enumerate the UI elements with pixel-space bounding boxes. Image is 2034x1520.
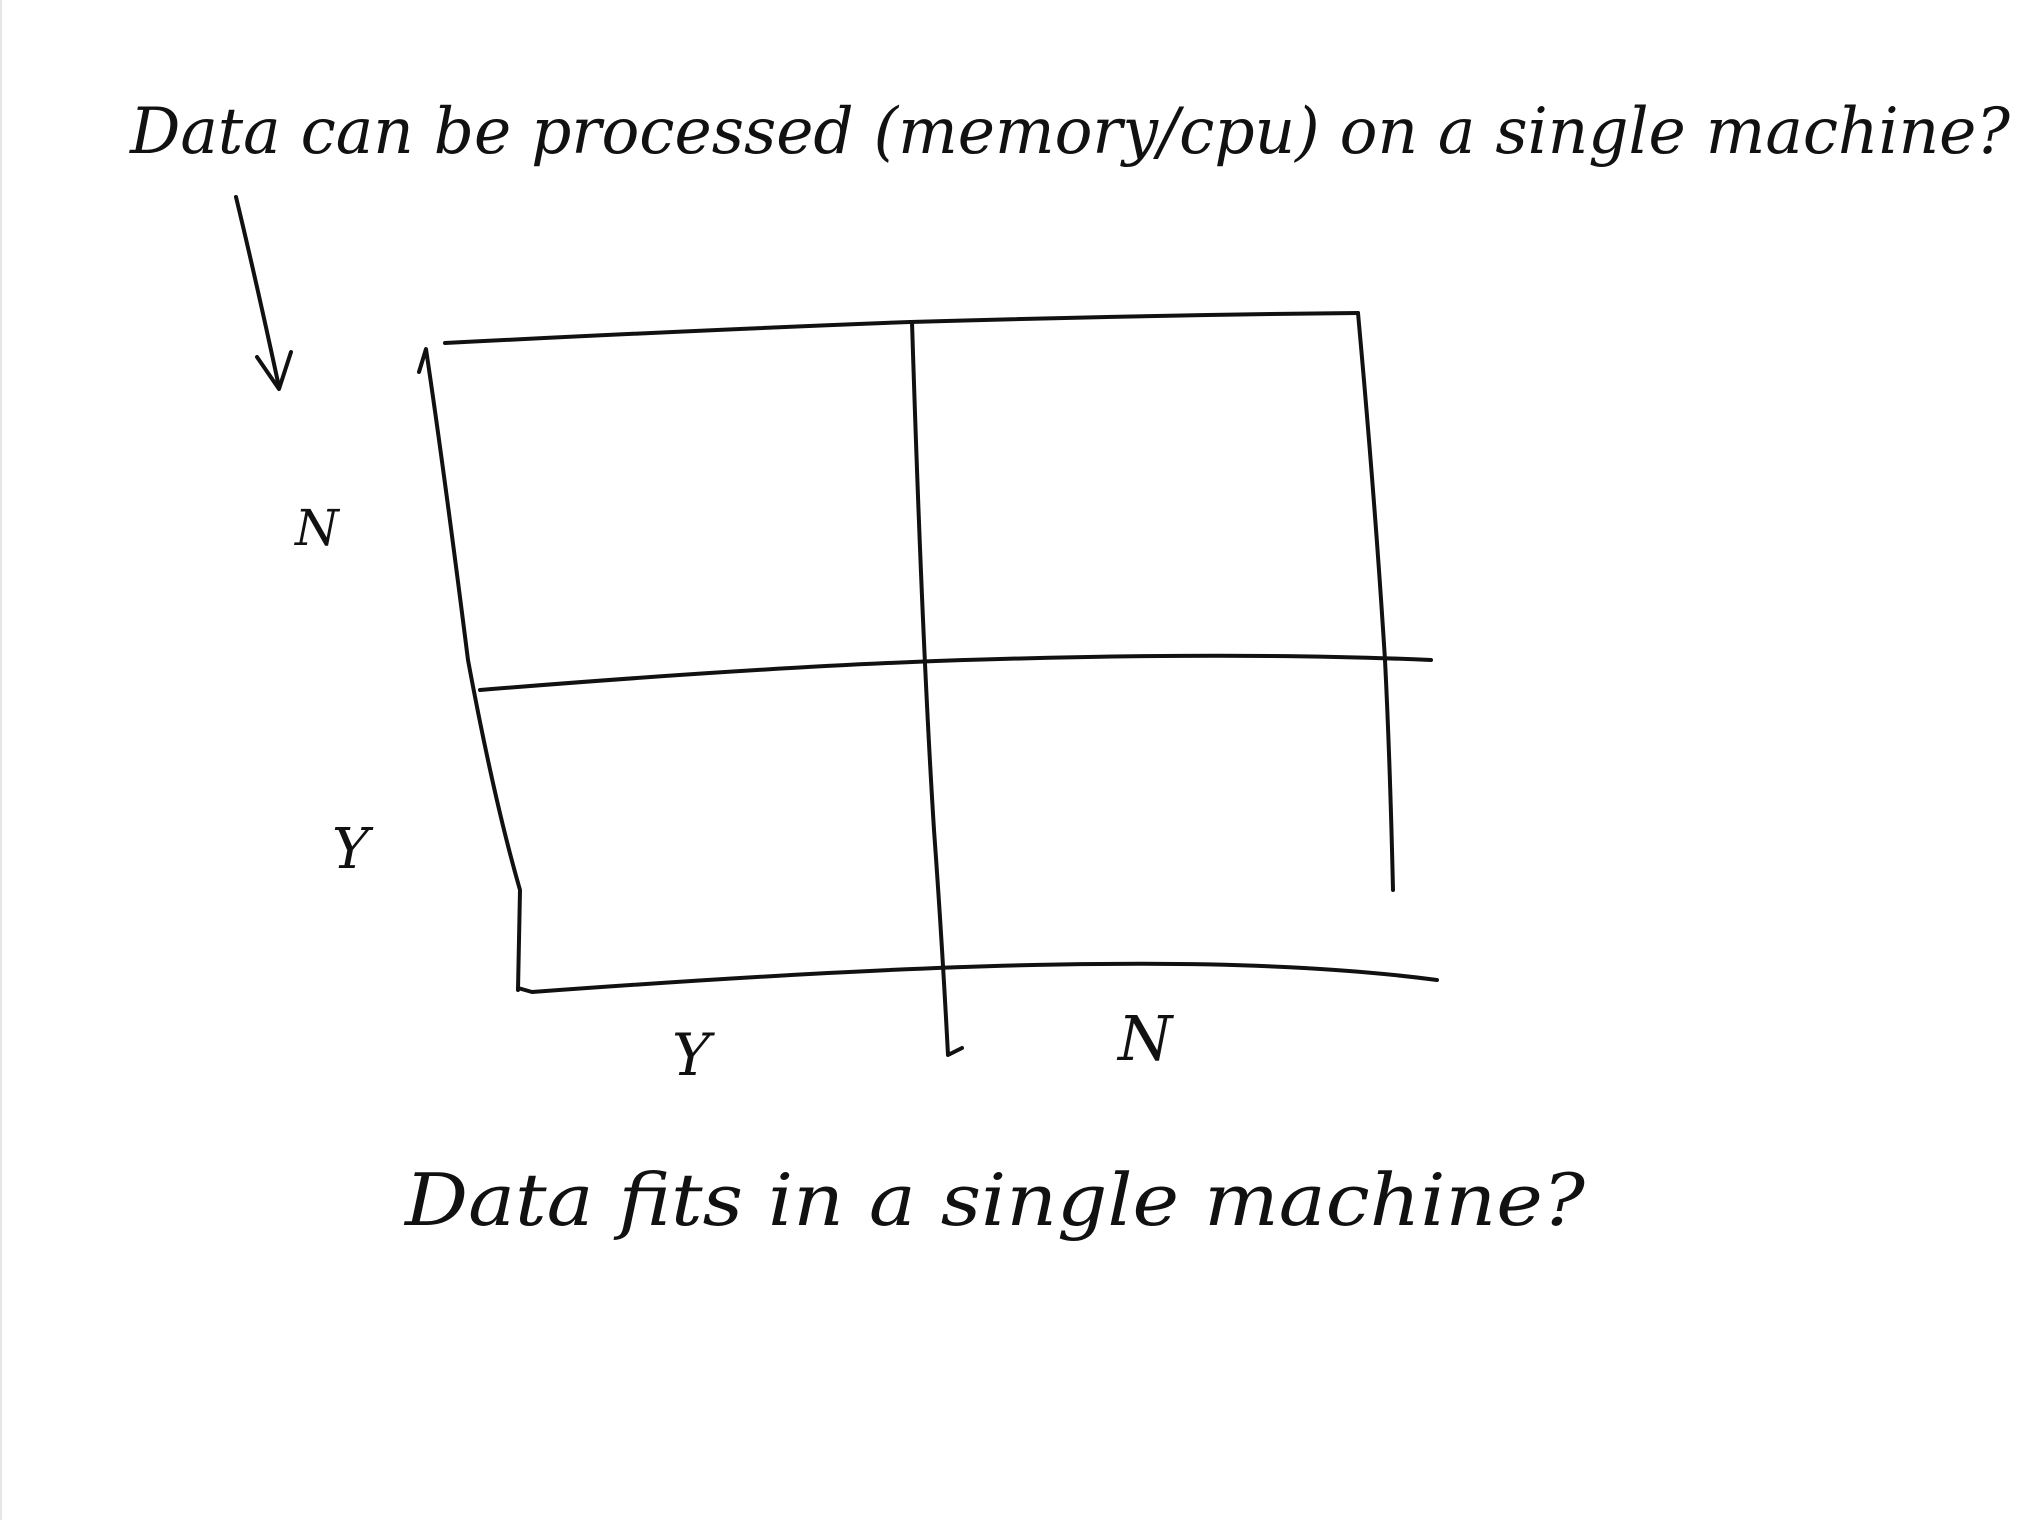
y-axis-line [417,347,522,992]
grid-right-border [1356,311,1395,892]
y-axis-question: Data can be processed (memory/cpu) on a … [129,95,2011,169]
grid-top-border [443,311,1360,345]
col-label-right: N [1116,1002,1175,1075]
col-label-left: Y [672,1021,715,1089]
arrow-head [255,350,293,391]
x-axis-line [516,961,1439,994]
canvas-edge [0,0,2,1520]
arrow-shaft [234,195,281,389]
grid-vertical-divider [910,320,964,1057]
x-axis-question: Data fits in a single machine? [403,1158,1586,1242]
grid-horizontal-divider [478,653,1433,692]
row-label-bottom: Y [332,817,374,882]
row-label-top: N [294,499,341,557]
